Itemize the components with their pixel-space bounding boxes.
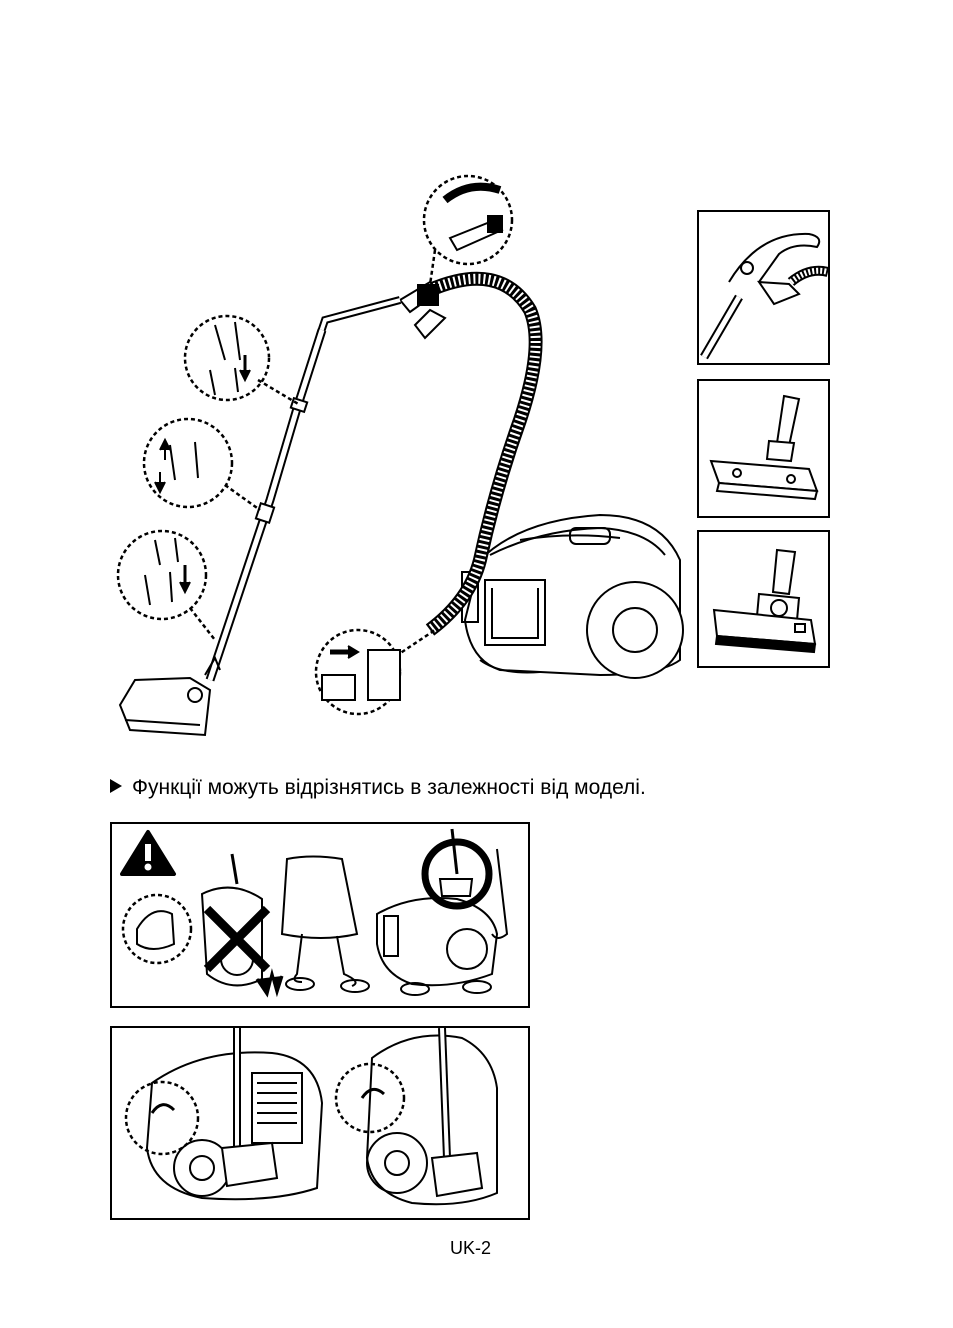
turbo-brush-icon xyxy=(699,532,828,666)
person-illustration xyxy=(282,857,369,993)
triangle-bullet-icon xyxy=(110,779,122,793)
accessory-turbo-brush-frame xyxy=(697,530,830,668)
floor-brush-icon xyxy=(699,381,828,516)
wand xyxy=(210,282,445,680)
warning-triangle-icon xyxy=(122,832,174,874)
callouts xyxy=(118,176,512,714)
canister-body xyxy=(462,515,683,678)
carry-warning-frame xyxy=(110,822,530,1008)
accessory-hose-handle-frame xyxy=(697,210,830,365)
correct-carry-illustration xyxy=(377,829,507,995)
model-variation-note: Функції можуть відрізнятись в залежності… xyxy=(110,776,646,800)
horizontal-parking-illustration xyxy=(126,1028,322,1199)
vacuum-assembly-illustration xyxy=(100,160,700,760)
floor-brush xyxy=(120,658,220,735)
hose-handle-icon xyxy=(699,212,828,363)
parking-storage-frame xyxy=(110,1026,530,1220)
vertical-parking-illustration xyxy=(336,1028,497,1204)
model-variation-note-text: Функції можуть відрізнятись в залежності… xyxy=(132,776,646,799)
page-number: UK-2 xyxy=(450,1238,491,1259)
accessory-floor-brush-frame xyxy=(697,379,830,518)
